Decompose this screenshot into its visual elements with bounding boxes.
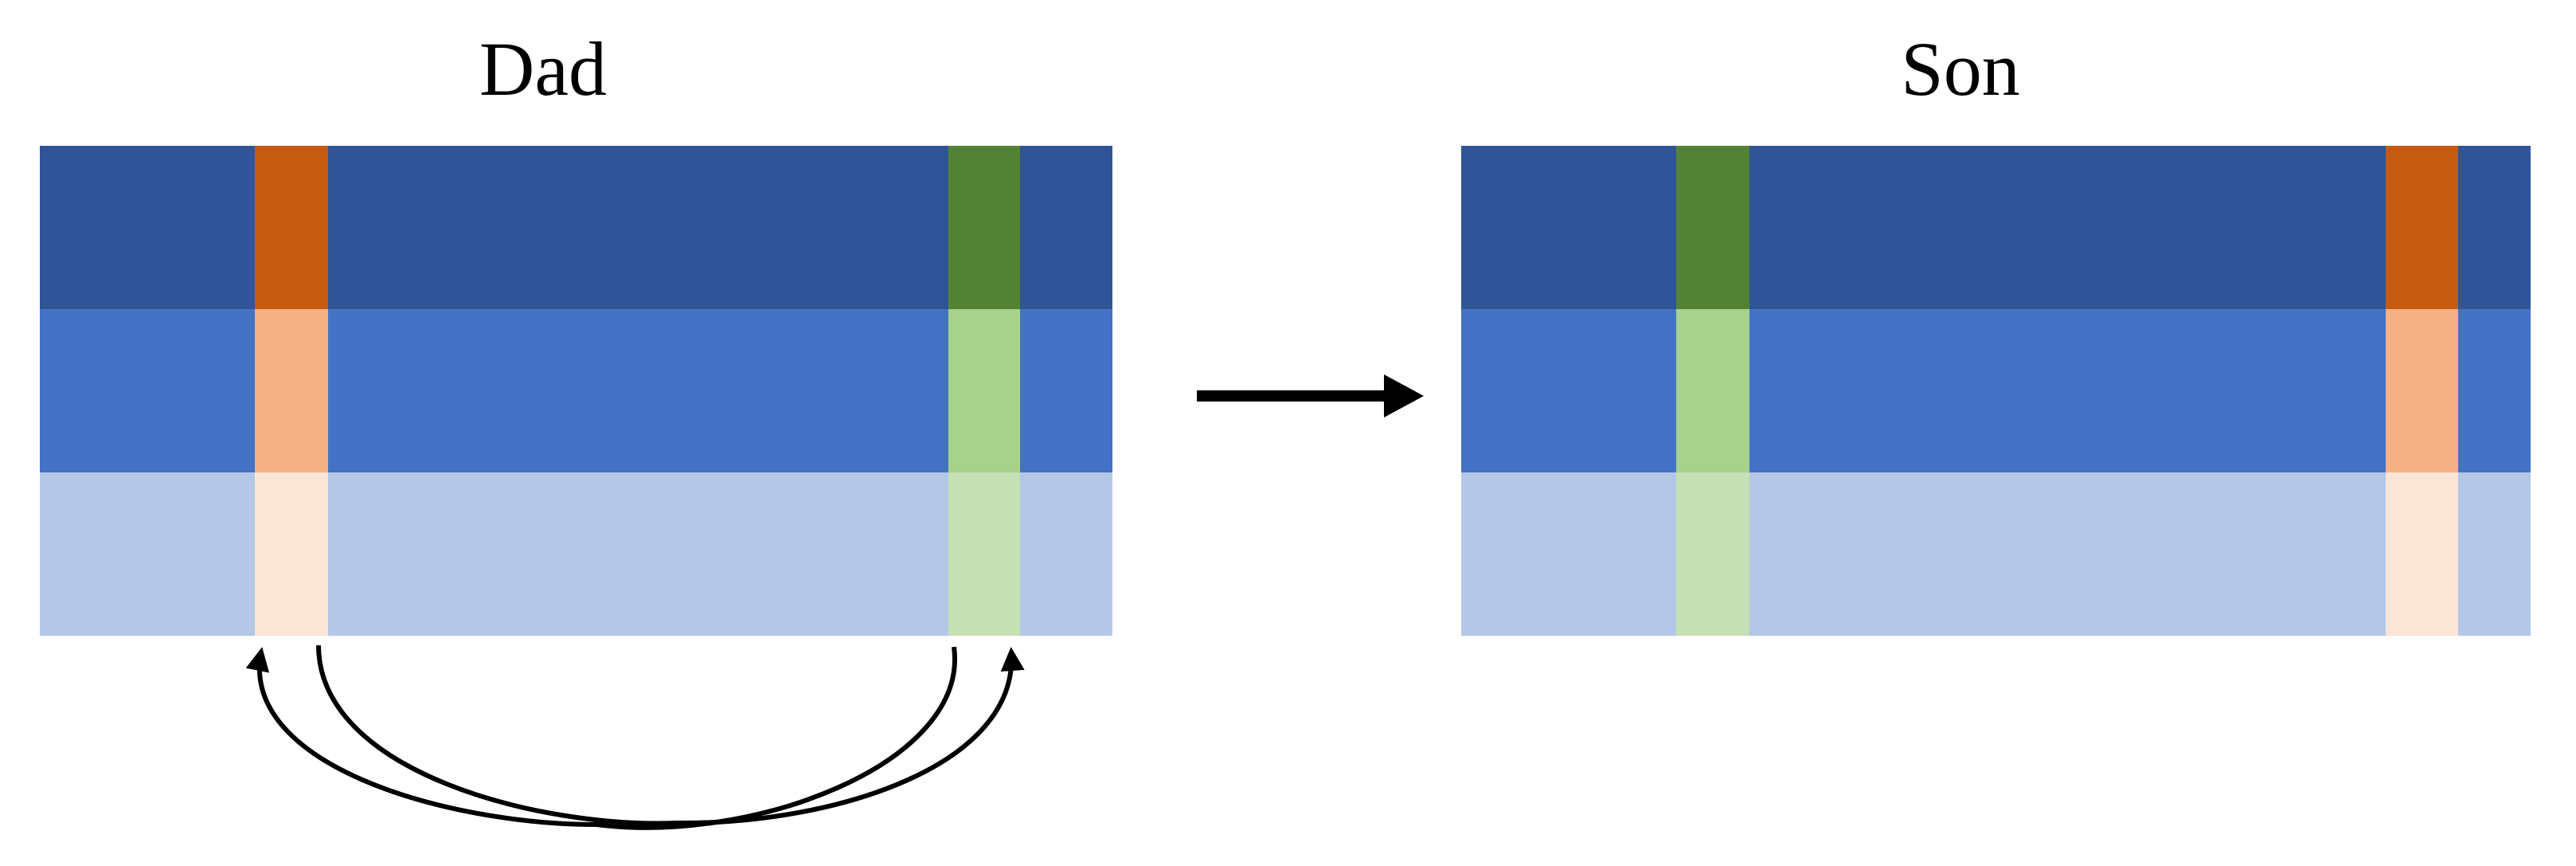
son-green-column bbox=[1676, 146, 1749, 636]
swap-arrow-orange-to-green bbox=[316, 645, 1025, 826]
dad-green-cell-top bbox=[948, 146, 1020, 309]
son-block bbox=[1461, 146, 2531, 636]
dad-row-middle bbox=[40, 309, 1112, 472]
dad-block bbox=[40, 146, 1112, 636]
swap-arrows bbox=[245, 645, 1025, 830]
dad-title: Dad bbox=[479, 26, 607, 112]
son-orange-cell-bottom bbox=[2386, 472, 2458, 636]
son-orange-cell-middle bbox=[2386, 309, 2458, 472]
son-orange-column bbox=[2386, 146, 2458, 636]
dad-orange-cell-bottom bbox=[255, 472, 328, 636]
dad-green-column bbox=[948, 146, 1020, 636]
son-row-middle bbox=[1461, 309, 2531, 472]
son-green-cell-middle bbox=[1676, 309, 1749, 472]
dad-orange-cell-top bbox=[255, 146, 328, 309]
dad-orange-cell-middle bbox=[255, 309, 328, 472]
dad-row-top bbox=[40, 146, 1112, 309]
dad-green-cell-bottom bbox=[948, 472, 1020, 636]
son-title: Son bbox=[1901, 26, 2020, 112]
dad-row-bottom bbox=[40, 472, 1112, 636]
son-green-cell-bottom bbox=[1676, 472, 1749, 636]
transform-arrow-icon bbox=[1197, 374, 1424, 417]
dad-orange-column bbox=[255, 146, 328, 636]
swap-arrow-green-to-orange bbox=[245, 646, 958, 830]
son-row-bottom bbox=[1461, 472, 2531, 636]
son-orange-cell-top bbox=[2386, 146, 2458, 309]
dad-green-cell-middle bbox=[948, 309, 1020, 472]
son-row-top bbox=[1461, 146, 2531, 309]
son-green-cell-top bbox=[1676, 146, 1749, 309]
